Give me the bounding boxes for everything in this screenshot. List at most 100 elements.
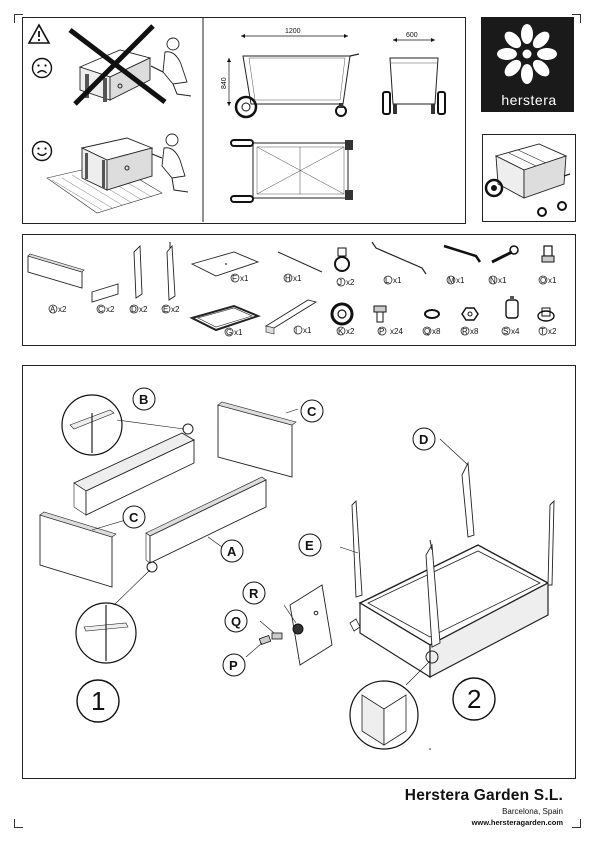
part-qty-g: x1 [234, 328, 243, 337]
warning-icon [27, 23, 51, 44]
callout-p-label: P [229, 658, 238, 673]
part-letter-a: A [50, 305, 56, 314]
part-letter-t: T [540, 327, 545, 336]
part-qty-a: x2 [58, 305, 67, 314]
callout-d: D [412, 427, 436, 451]
callout-a-label: A [227, 544, 237, 559]
part-letter-d: D [131, 305, 137, 314]
correct-assembly-illustration [46, 133, 189, 214]
brand-logo-text: herstera [501, 92, 557, 108]
part-letter-i: I [295, 326, 297, 335]
callout-c-right: C [300, 399, 324, 423]
part-qty-p: x24 [390, 327, 403, 336]
flower-logo-icon [497, 24, 557, 84]
part-qty-e: x2 [171, 305, 180, 314]
wrong-assembly-illustration [68, 24, 192, 106]
step-1-marker: 1 [76, 679, 120, 723]
part-letter-r: R [462, 327, 468, 336]
happy-face-icon [31, 140, 53, 162]
dim-height: 840 [221, 77, 228, 89]
part-letter-h: H [285, 274, 291, 283]
part-qty-k: x2 [346, 327, 355, 336]
company-name: Herstera Garden S.L. [404, 787, 563, 804]
part-qty-o: x1 [548, 276, 557, 285]
part-letter-n: N [490, 276, 496, 285]
part-qty-s: x4 [511, 327, 520, 336]
part-letter-f: F [232, 274, 237, 283]
crop-mark-tl [14, 14, 23, 23]
part-letter-m: M [448, 276, 455, 285]
sad-face-icon [31, 57, 53, 79]
callout-c-left-label: C [129, 510, 139, 525]
crop-mark-br [572, 819, 581, 828]
part-letter-c: C [98, 305, 104, 314]
part-qty-d: x2 [139, 305, 148, 314]
part-qty-c: x2 [106, 305, 115, 314]
part-letter-j: J [338, 278, 342, 287]
callout-q-label: Q [231, 614, 241, 629]
part-qty-i: x1 [303, 326, 312, 335]
callout-a: A [220, 539, 244, 563]
part-qty-n: x1 [498, 276, 507, 285]
crop-mark-bl [14, 819, 23, 828]
step-1-label: 1 [91, 686, 105, 716]
product-thumbnail [484, 143, 571, 217]
part-letter-e: E [163, 305, 168, 314]
part-qty-h: x1 [293, 274, 302, 283]
part-qty-f: x1 [240, 274, 249, 283]
assembly-callouts: B C C A D E R Q P 1 2 [76, 387, 496, 723]
dimension-drawings: 1200 840 600 [221, 28, 446, 203]
part-letter-p: P [379, 327, 384, 336]
part-qty-t: x2 [548, 327, 557, 336]
part-letter-l: L [385, 276, 390, 285]
callout-e: E [298, 533, 322, 557]
part-letter-g: G [226, 328, 232, 337]
callout-e-label: E [305, 538, 314, 553]
step-2-marker: 2 [452, 677, 496, 721]
callout-r: R [242, 581, 266, 605]
part-qty-l: x1 [393, 276, 402, 285]
callout-b-label: B [139, 392, 148, 407]
callout-p: P [222, 653, 246, 677]
dim-length: 1200 [285, 28, 301, 35]
part-letter-q: Q [424, 327, 430, 336]
part-letter-o: O [540, 276, 546, 285]
callout-d-label: D [419, 432, 428, 447]
callout-r-label: R [249, 586, 259, 601]
company-url[interactable]: www.hersteragarden.com [471, 818, 563, 827]
company-city: Barcelona, Spain [502, 807, 563, 816]
crop-mark-tr [572, 14, 581, 23]
callout-q: Q [224, 609, 248, 633]
callout-c-right-label: C [307, 404, 317, 419]
dim-width: 600 [406, 32, 418, 39]
step-2-label: 2 [467, 684, 481, 714]
parts-illustrations [27, 241, 555, 335]
part-qty-m: x1 [456, 276, 465, 285]
part-letter-s: S [503, 327, 508, 336]
callout-b: B [132, 387, 156, 411]
part-qty-r: x8 [470, 327, 479, 336]
part-qty-j: x2 [346, 278, 355, 287]
part-letter-k: K [338, 327, 344, 336]
callout-c-left: C [122, 505, 146, 529]
